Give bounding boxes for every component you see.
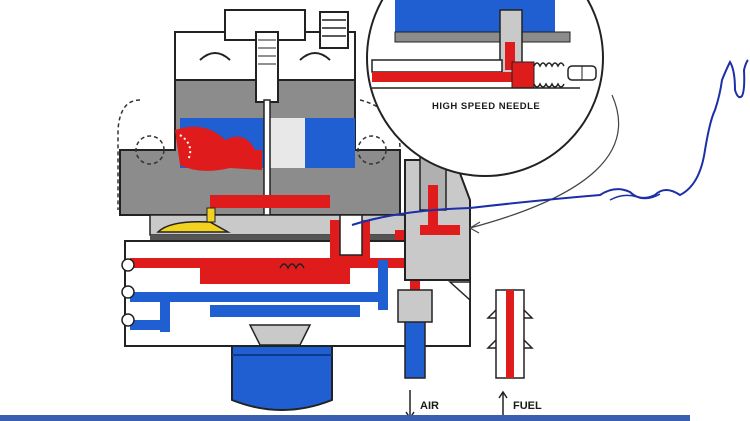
fuel-pump-cup (231, 345, 333, 411)
fuel-label: FUEL (513, 400, 542, 412)
fuel-diaphragm-chamber (149, 195, 471, 241)
fuel-spray (175, 126, 262, 171)
inset-label: HIGH SPEED NEEDLE (432, 101, 540, 112)
primer-bulb (156, 207, 231, 233)
air-label: AIR (420, 400, 439, 412)
lower-air-passages (130, 260, 388, 346)
fuel-fitting (448, 281, 534, 379)
hand-annotation-scribble (351, 59, 749, 226)
fuel-label-group: FUEL (498, 390, 542, 418)
center-needle-rod (255, 31, 279, 241)
air-label-group: AIR (405, 390, 439, 420)
bottom-bar (0, 415, 690, 421)
air-fitting (397, 289, 433, 379)
side-bolts (121, 258, 135, 327)
pointer-arrow (469, 94, 620, 234)
inset-detail: HIGH SPEED NEEDLE (366, 0, 604, 177)
